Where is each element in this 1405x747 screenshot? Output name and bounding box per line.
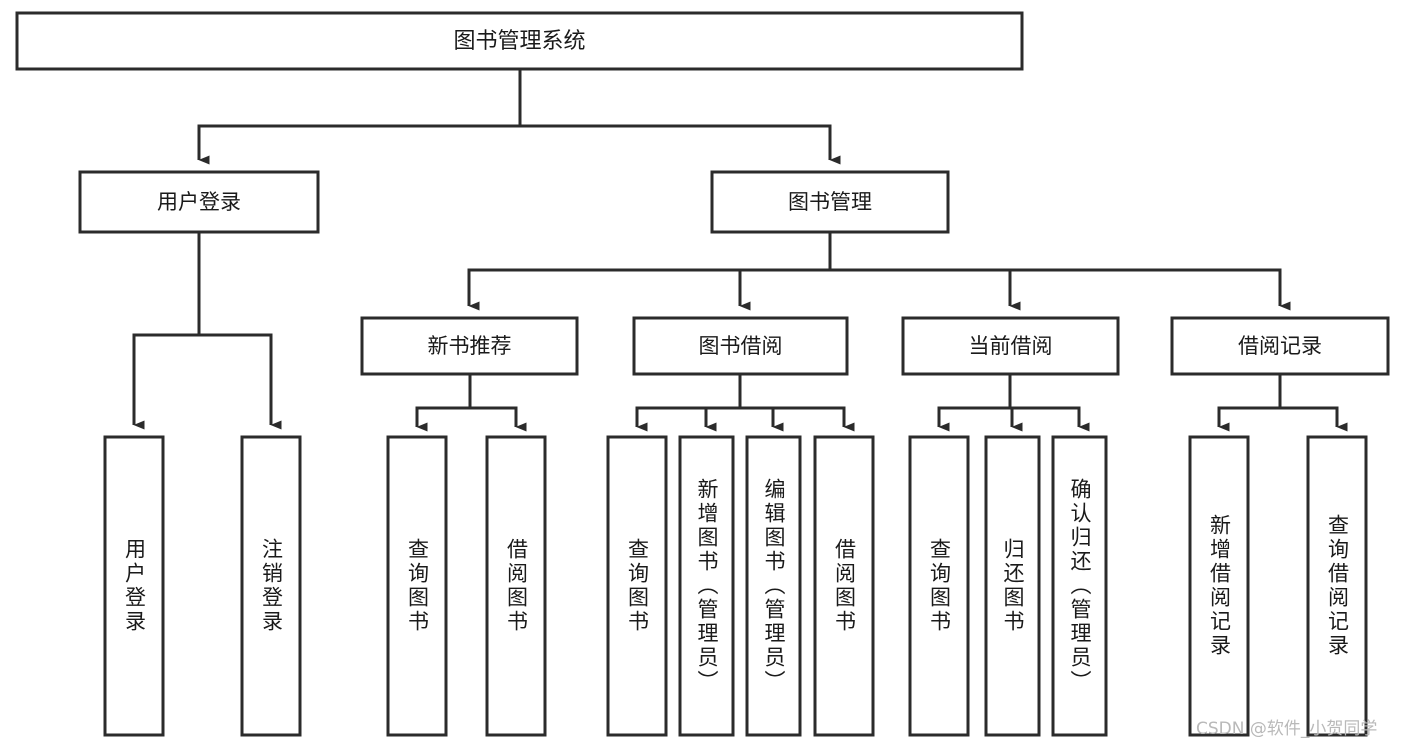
- connector-group-borrow-record: [1217, 374, 1348, 432]
- node-book-borrow-box[interactable]: [632, 316, 849, 376]
- node-leaf-borrow-book-1-box[interactable]: [485, 435, 547, 737]
- node-new-book-recommend-box[interactable]: [360, 316, 579, 376]
- node-new-book-recommend-label: 新书推荐: [428, 334, 512, 358]
- node-new-book-recommend[interactable]: 新书推荐: [360, 316, 579, 376]
- connector-group-current-borrow: [937, 374, 1090, 432]
- node-book-borrow-label: 图书借阅: [699, 334, 783, 358]
- node-leaf-logout-box[interactable]: [240, 435, 302, 737]
- node-book-management[interactable]: 图书管理: [710, 170, 950, 234]
- node-current-borrow[interactable]: 当前借阅: [901, 316, 1120, 376]
- node-borrow-record[interactable]: 借阅记录: [1170, 316, 1390, 376]
- node-leaf-borrow-book-2-box[interactable]: [813, 435, 875, 737]
- node-root[interactable]: 图书管理系统: [15, 11, 1024, 71]
- node-borrow-record-label: 借阅记录: [1238, 334, 1322, 358]
- node-user-login-label: 用户登录: [157, 190, 241, 214]
- node-leaf-return-book-box[interactable]: [984, 435, 1041, 737]
- node-leaf-user-login-box[interactable]: [103, 435, 165, 737]
- node-borrow-record-box[interactable]: [1170, 316, 1390, 376]
- node-root-label: 图书管理系统: [453, 29, 585, 54]
- node-user-login-box[interactable]: [78, 170, 320, 234]
- node-book-borrow[interactable]: 图书借阅: [632, 316, 849, 376]
- connector-group-root: [197, 69, 841, 165]
- node-book-management-box[interactable]: [710, 170, 950, 234]
- node-user-login[interactable]: 用户登录: [78, 170, 320, 234]
- node-leaf-edit-book-box[interactable]: [745, 435, 802, 737]
- node-leaf-query-book-2-box[interactable]: [606, 435, 668, 737]
- connector-group-book-borrow: [635, 374, 855, 432]
- connector-group-book-management: [467, 232, 1291, 311]
- connector-group-new-book-recommend: [415, 374, 527, 432]
- node-leaf-query-record-box[interactable]: [1306, 435, 1368, 737]
- connector-group-user-login: [132, 232, 282, 430]
- node-leaf-confirm-return-box[interactable]: [1051, 435, 1108, 737]
- node-leaf-query-book-3-box[interactable]: [908, 435, 970, 737]
- node-current-borrow-label: 当前借阅: [969, 334, 1053, 358]
- node-leaf-query-book-1-box[interactable]: [386, 435, 448, 737]
- node-leaf-add-record-box[interactable]: [1188, 435, 1250, 737]
- csdn-watermark: CSDN @软件_小贺同学: [1196, 719, 1378, 739]
- node-current-borrow-box[interactable]: [901, 316, 1120, 376]
- node-leaf-add-book-box[interactable]: [678, 435, 735, 737]
- node-root-box[interactable]: [15, 11, 1024, 71]
- node-book-management-label: 图书管理: [788, 190, 872, 214]
